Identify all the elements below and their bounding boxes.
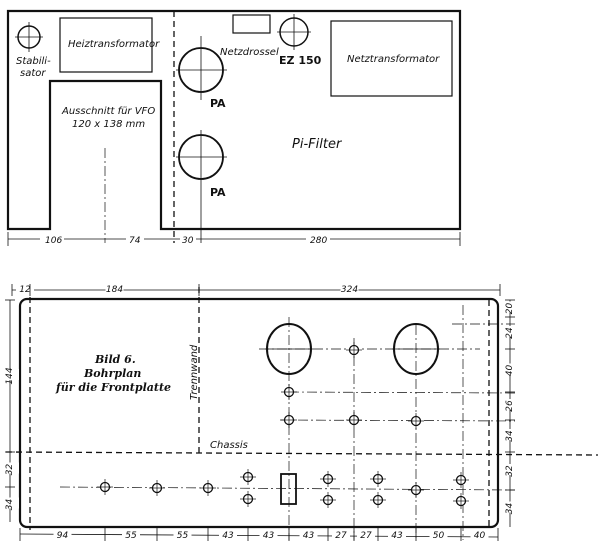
vfo-cutout-size: 120 x 138 mm [72, 119, 145, 130]
netzdrossel-label: Netzdrossel [220, 47, 279, 58]
top-dim: 324 [341, 285, 358, 295]
front-panel-drilling-plan: Trennwand Chassis Bild 6. Bohrplan für d… [1, 283, 599, 541]
drill-hole [281, 412, 297, 428]
bottom-dim: 27 [360, 531, 372, 541]
stabilisator-label-2: sator [20, 68, 46, 79]
left-dim: 32 [5, 464, 15, 476]
bottom-dim: 50 [433, 531, 445, 541]
right-dim: 32 [505, 465, 515, 477]
left-dim: 144 [5, 367, 15, 384]
top-dim: 184 [106, 285, 123, 295]
pa-label-1: PA [210, 97, 226, 110]
drill-hole [370, 492, 386, 508]
netztransformator-label: Netztransformator [347, 54, 440, 65]
dim-30: 30 [182, 236, 194, 246]
caption-line-2: Bohrplan [83, 367, 141, 380]
front-panel-outline [18, 297, 500, 529]
drill-hole [200, 480, 216, 496]
dim-280: 280 [310, 236, 327, 246]
bottom-dim: 55 [125, 531, 137, 541]
drill-hole [346, 412, 362, 428]
drill-hole [320, 471, 336, 487]
dim-74: 74 [129, 236, 141, 246]
bottom-dim: 40 [474, 531, 486, 541]
pa-tube-hole-1 [176, 36, 227, 100]
chassis-label: Chassis [210, 440, 248, 451]
drill-hole [281, 384, 297, 400]
right-dim: 26 [505, 400, 515, 412]
drill-hole [408, 413, 424, 429]
right-dim: 40 [505, 365, 515, 377]
drill-hole [370, 471, 386, 487]
ez150-label: EZ 150 [279, 54, 322, 67]
heiztransformator-label: Heiztransformator [68, 39, 160, 50]
chassis-top-view: Stabili- sator Heiztransformator Netzdro… [6, 9, 462, 246]
bottom-dim: 43 [222, 531, 234, 541]
bottom-dim: 43 [263, 531, 275, 541]
drill-hole [453, 493, 469, 509]
bottom-dim: 27 [335, 531, 347, 541]
drill-hole [346, 342, 362, 358]
netzdrossel-box [232, 14, 271, 34]
right-dim: 20 [505, 303, 515, 315]
trennwand-label: Trennwand [189, 344, 200, 400]
drill-hole [149, 480, 165, 496]
pa-label-2: PA [210, 186, 226, 199]
drill-hole [240, 491, 256, 507]
caption-line-3: für die Frontplatte [55, 381, 171, 394]
heiztransformator-box [59, 17, 153, 73]
top-dim: 12 [19, 285, 31, 295]
meter-hole-2 [392, 323, 440, 375]
chassis-outline [6, 9, 462, 231]
top-dimension-line: 106 74 30 280 [7, 232, 461, 246]
drill-hole [320, 492, 336, 508]
left-dim: 34 [5, 499, 15, 511]
bottom-dim: 94 [57, 531, 69, 541]
chassis-line [5, 451, 599, 456]
bottom-dim: 43 [303, 531, 315, 541]
drill-hole [97, 479, 113, 495]
pi-filter-label: Pi-Filter [292, 137, 343, 152]
dim-106: 106 [45, 236, 62, 246]
stabilisator-hole [15, 22, 43, 52]
drill-hole [453, 472, 469, 488]
ez150-hole [277, 14, 311, 50]
bottom-dim: 43 [391, 531, 403, 541]
meter-hole-1 [265, 323, 313, 375]
drill-holes [97, 342, 469, 509]
drill-hole [408, 482, 424, 498]
stabilisator-label: Stabili- [16, 56, 51, 67]
caption-line-1: Bild 6. [94, 353, 136, 366]
bottom-dim: 55 [177, 531, 189, 541]
switch-cutout [280, 473, 297, 505]
right-dim: 24 [505, 327, 515, 339]
dimension-lines: 12 184 324 94 55 55 43 43 43 27 27 43 50 40 20 24 40 26 34… [1, 283, 519, 541]
right-dim: 34 [505, 503, 515, 515]
right-dim: 34 [505, 430, 515, 442]
vfo-cutout-label: Ausschnitt für VFO [61, 106, 155, 117]
netztransformator-box [330, 20, 453, 97]
pa-tube-hole-2 [176, 130, 227, 243]
drill-hole [240, 469, 256, 485]
